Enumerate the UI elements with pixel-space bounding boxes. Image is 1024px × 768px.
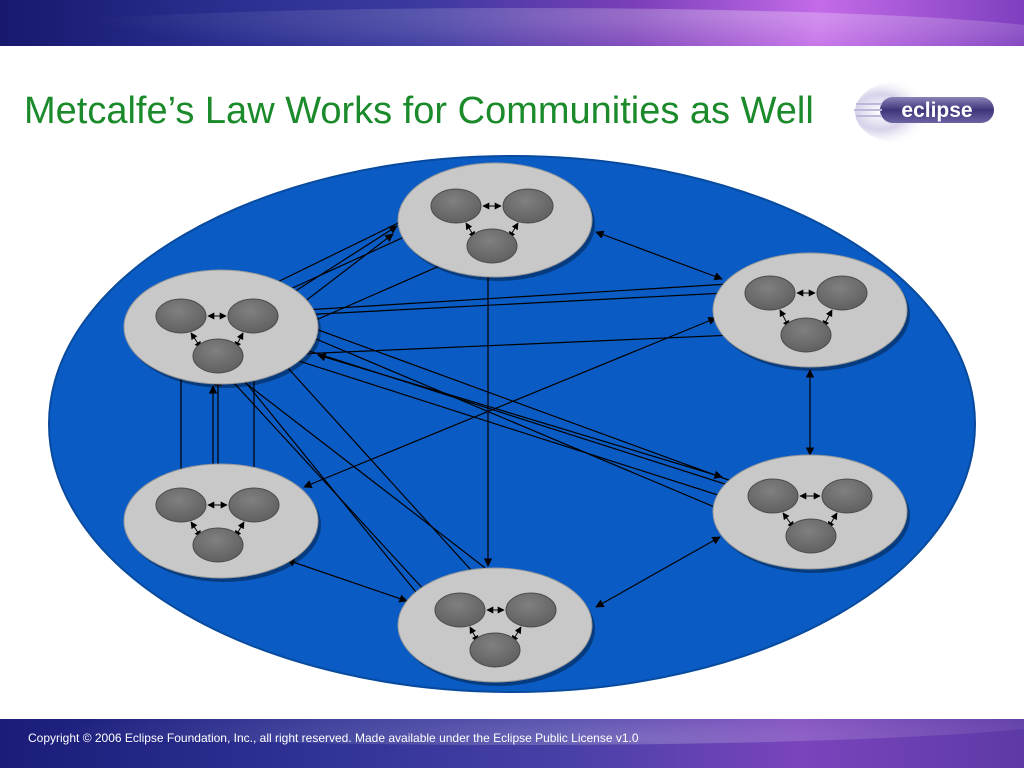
member-node xyxy=(502,188,554,224)
community-upper-right xyxy=(712,252,910,371)
member-node xyxy=(430,188,482,224)
header-wave xyxy=(0,8,1024,46)
member-node xyxy=(469,632,521,668)
member-node xyxy=(227,298,279,334)
member-node xyxy=(821,478,873,514)
footer-band xyxy=(0,719,1024,768)
member-node xyxy=(192,338,244,374)
member-node xyxy=(747,478,799,514)
copyright-text: Copyright © 2006 Eclipse Foundation, Inc… xyxy=(28,731,639,745)
member-node xyxy=(155,487,207,523)
logo-text: eclipse xyxy=(901,99,972,122)
member-node xyxy=(780,317,832,353)
community-circle xyxy=(123,269,319,385)
communities xyxy=(123,162,910,686)
member-node xyxy=(785,518,837,554)
network-link-arrow xyxy=(279,288,746,320)
eclipse-logo: eclipse xyxy=(854,82,994,142)
network-link-arrow xyxy=(595,230,723,281)
network-link-arrow xyxy=(595,536,721,608)
community-top xyxy=(397,162,595,281)
header-band xyxy=(0,0,1024,46)
logo-bar xyxy=(880,97,994,123)
community-upper-left xyxy=(123,269,321,388)
network-link-arrow xyxy=(303,316,717,489)
member-node xyxy=(816,275,868,311)
community-lower-right xyxy=(712,454,910,573)
community-lower-left xyxy=(123,463,321,582)
member-node xyxy=(744,275,796,311)
member-node xyxy=(155,298,207,334)
member-node xyxy=(192,527,244,563)
member-node xyxy=(505,592,557,628)
community-bottom xyxy=(397,567,595,686)
slide-title: Metcalfe’s Law Works for Communities as … xyxy=(24,90,814,132)
member-node xyxy=(434,592,486,628)
member-node xyxy=(228,487,280,523)
member-node xyxy=(466,228,518,264)
network-link-arrow xyxy=(286,558,408,603)
